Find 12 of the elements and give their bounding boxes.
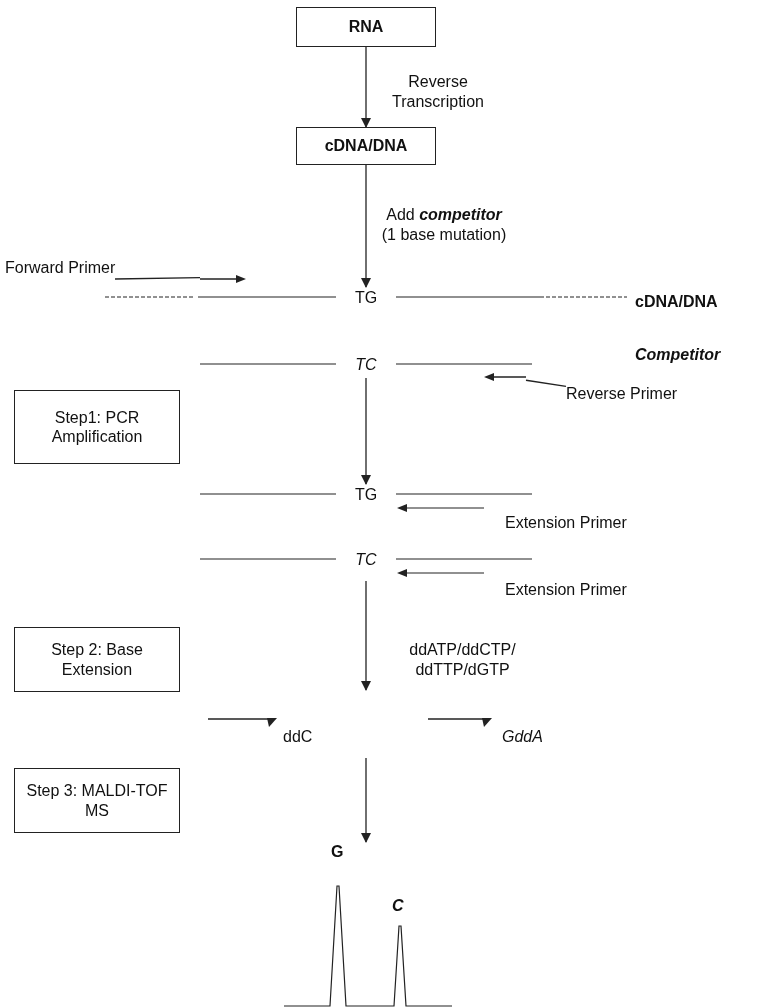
base-label: TC (354, 550, 378, 570)
strand-label: GddA (502, 727, 543, 747)
strand-label: cDNA/DNA (635, 292, 718, 312)
base-label: TC (354, 355, 378, 375)
strand-label: Extension Primer (505, 580, 627, 600)
base-label: TG (353, 288, 379, 308)
peak-label: G (331, 842, 344, 862)
base-label: TG (353, 485, 379, 505)
strand-label: Extension Primer (505, 513, 627, 533)
strand-label: Competitor (635, 345, 721, 365)
peak-label: C (392, 896, 404, 916)
strand-label: ddC (283, 727, 313, 747)
